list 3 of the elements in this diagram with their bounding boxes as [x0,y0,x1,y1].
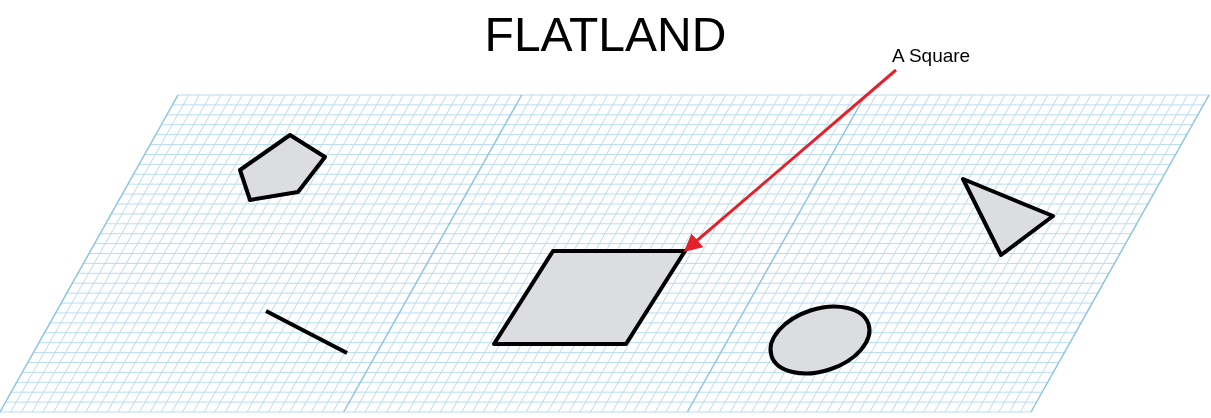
title: FLATLAND [484,8,727,62]
leader-arrow [683,68,897,252]
shape-label: A Square [892,45,971,67]
